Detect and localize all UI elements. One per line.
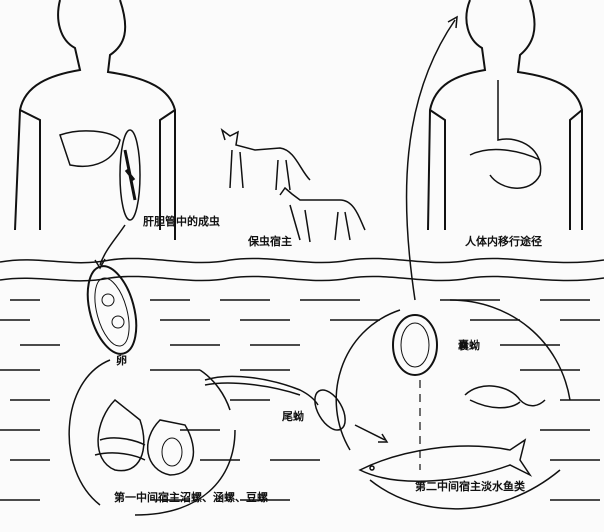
metacercaria-icon [392,314,438,376]
first-host-circle [68,359,236,516]
water-surface-lines [0,257,604,501]
cercaria-icon [204,375,346,431]
arrow-fish-to-human [405,19,456,301]
shrimp-icon [464,385,546,409]
liver-icon [59,130,121,167]
fish-icon [358,438,533,482]
human-right-figure [427,0,583,231]
digestive-tract-icon [489,80,542,189]
cat-icon [220,128,311,191]
label-second-host: 第二中间宿主淡水鱼类 [415,480,525,493]
label-reservoir-host: 保虫宿主 [248,235,292,248]
label-egg: 卵 [116,354,127,367]
label-first-host: 第一中间宿主沼螺、涵螺、豆螺 [114,491,268,504]
label-metacercaria: 囊蚴 [458,339,480,352]
snail-icon [94,398,195,476]
egg-icon [86,265,138,355]
human-left-figure [14,0,176,240]
dog-icon [279,186,366,243]
label-migration: 人体内移行途径 [465,235,542,248]
label-adult: 肝胆管中的成虫 [143,215,220,228]
label-cercaria: 尾蚴 [282,410,304,423]
adult-fluke-icon [119,129,141,221]
second-host-circle [335,299,571,510]
arrow-cercaria-to-fish [354,424,386,441]
